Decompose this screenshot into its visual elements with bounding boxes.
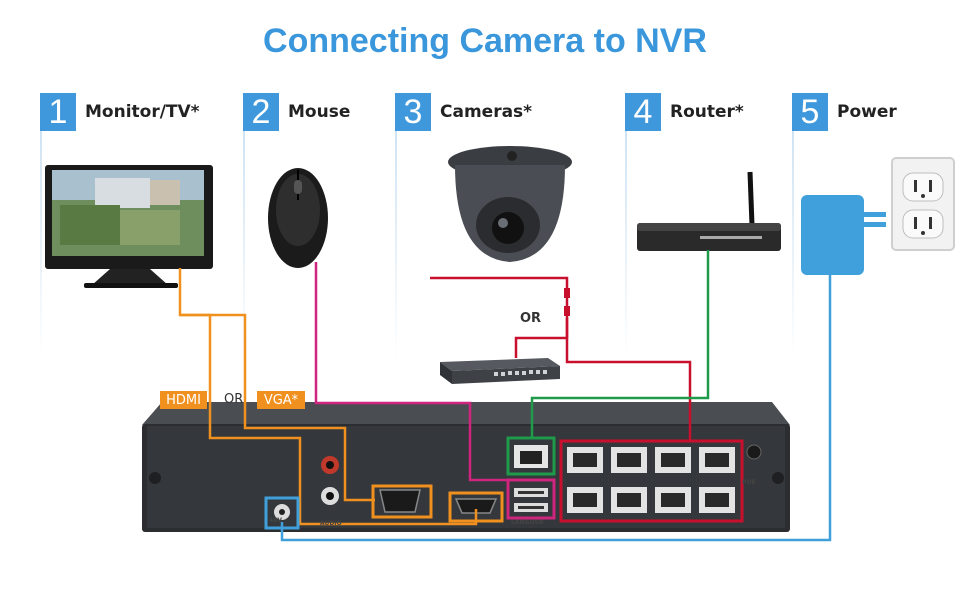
camera-or-text: OR <box>520 311 542 326</box>
router-cable-line <box>530 250 710 438</box>
step-number: 4 <box>625 93 661 131</box>
monitor-icon <box>45 165 213 288</box>
lan-port-highlight <box>506 436 556 476</box>
power-adapter-icon <box>801 195 886 275</box>
page-title: Connecting Camera to NVR <box>263 22 707 60</box>
mouse-icon <box>268 168 328 268</box>
step-number: 1 <box>40 93 76 131</box>
step-number: 5 <box>792 93 828 131</box>
poe-switch-icon <box>440 358 560 384</box>
vga-port-highlight <box>371 484 433 519</box>
guide-line <box>395 131 397 361</box>
wall-outlet-icon <box>891 157 955 251</box>
switch-cable-line <box>514 318 569 358</box>
video-or-text: OR <box>224 392 244 407</box>
hdmi-port-highlight <box>448 491 504 523</box>
lan-usb-port-label: LAN&USB <box>511 519 544 526</box>
power-port-label: 48V <box>269 517 282 524</box>
guide-line <box>40 131 42 361</box>
step-mouse: 2 Mouse <box>243 93 350 131</box>
step-label: Router* <box>670 102 744 122</box>
router-icon <box>637 171 781 251</box>
step-label: Cameras* <box>440 102 533 122</box>
vga-cable-line <box>180 313 375 502</box>
step-label: Power <box>837 102 897 122</box>
camera-cable-line <box>430 276 692 441</box>
step-router: 4 Router* <box>625 93 744 131</box>
usb-port-highlight <box>506 478 556 520</box>
dome-camera-icon <box>448 146 572 262</box>
step-label: Monitor/TV* <box>85 102 200 122</box>
step-cameras: 3 Cameras* <box>395 93 532 131</box>
power-cable-line <box>280 275 832 542</box>
nvr-recorder <box>142 402 790 532</box>
poe-ports-highlight <box>559 439 744 523</box>
guide-line <box>243 131 245 361</box>
step-number: 2 <box>243 93 279 131</box>
poe-port-label: POE <box>742 479 756 486</box>
guide-line <box>792 131 794 361</box>
step-label: Mouse <box>288 102 351 122</box>
step-monitor: 1 Monitor/TV* <box>40 93 200 131</box>
audio-port-label: AUDIO <box>320 520 342 527</box>
step-number: 3 <box>395 93 431 131</box>
step-power: 5 Power <box>792 93 897 131</box>
vga-tag: VGA* <box>257 391 305 409</box>
power-port-highlight <box>264 496 300 530</box>
mouse-cable-line <box>314 262 515 482</box>
hdmi-tag: HDMI <box>160 391 207 409</box>
guide-line <box>625 131 627 361</box>
